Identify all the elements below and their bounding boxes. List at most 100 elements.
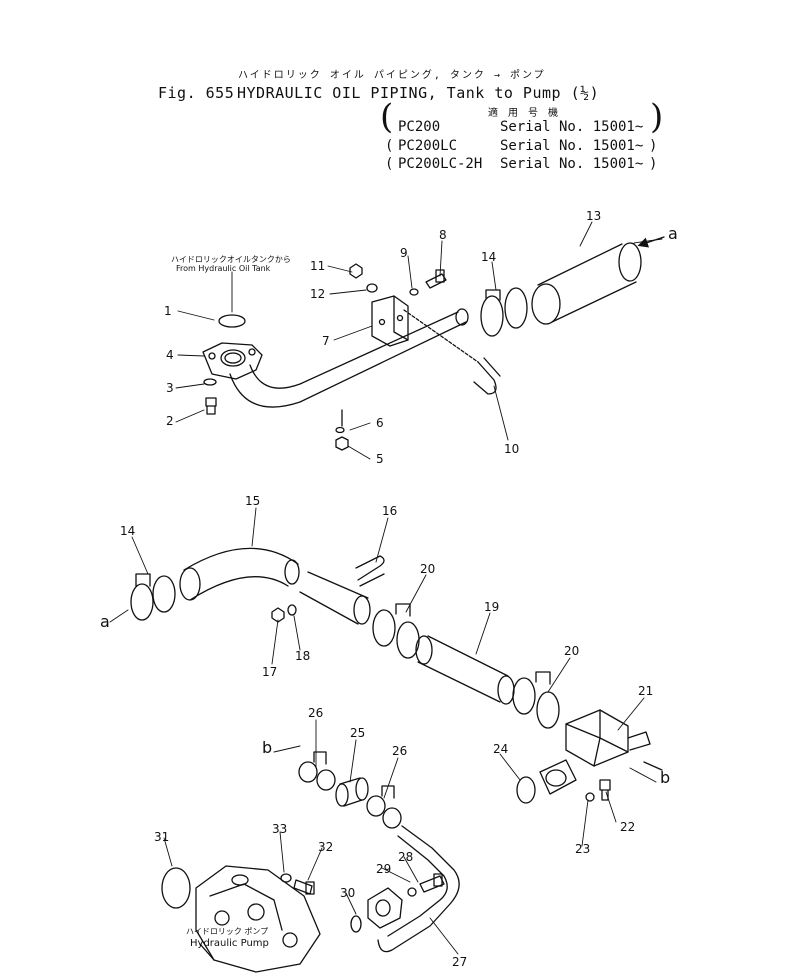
hose-clamp-26-b	[366, 785, 402, 829]
serial-row-1: Serial No. 15001~	[500, 119, 644, 135]
suction-pipe-27	[377, 825, 460, 953]
flange-4	[202, 342, 263, 380]
bolt-8	[425, 269, 447, 289]
callout-9: 9	[400, 246, 408, 260]
callout-32: 32	[318, 840, 334, 854]
note-pump-jp: ハイドロリック ポンプ	[186, 927, 269, 936]
bolt-28	[419, 873, 445, 893]
callout-1: 1	[164, 304, 172, 318]
callout-10: 10	[504, 442, 520, 456]
tee-block-21	[539, 709, 651, 795]
o-ring-31	[161, 867, 191, 909]
callout-28: 28	[398, 850, 414, 864]
nut-11	[349, 263, 363, 279]
note-from-tank-en: From Hydraulic Oil Tank	[176, 264, 271, 273]
middle-pipe	[299, 571, 371, 625]
washer-3	[203, 378, 217, 386]
callout-24: 24	[493, 742, 509, 756]
applicable-models-label-jp: 適 用 号 機	[488, 108, 561, 119]
model-row-2: PC200LC	[398, 138, 458, 154]
upper-tank-pipe	[229, 308, 469, 408]
callout-33: 33	[272, 822, 288, 836]
washer-29	[407, 887, 417, 897]
figure-title: HYDRAULIC OIL PIPING, Tank to Pump (½)	[237, 84, 600, 102]
right-bracket: )	[650, 97, 664, 137]
hydraulic-pump	[195, 865, 321, 973]
o-ring-30	[350, 915, 362, 933]
hose-19	[415, 635, 515, 705]
callout-18: 18	[295, 649, 311, 663]
callout-26-a: 26	[308, 706, 324, 720]
callout-12: 12	[310, 287, 326, 301]
washer-12	[366, 283, 378, 293]
callout-27: 27	[452, 955, 468, 969]
callout-21: 21	[638, 684, 654, 698]
hose-clamp-20-a	[372, 603, 420, 659]
bolt-22	[599, 779, 611, 801]
u-bolt-10	[403, 309, 501, 395]
hose-clamp-26-a	[298, 751, 336, 791]
callout-17: 17	[262, 665, 278, 679]
hose-13	[531, 242, 642, 325]
callout-14-lower: 14	[120, 524, 136, 538]
bolt-2	[205, 397, 217, 415]
bolt-32	[293, 879, 315, 895]
figure-number: Fig. 655	[158, 84, 235, 102]
hose-clamp-20-b	[512, 671, 560, 729]
note-from-tank-jp: ハイドロリックオイルタンクから	[171, 255, 291, 264]
nut-5	[335, 436, 349, 451]
row-3-paren: (	[385, 156, 394, 172]
hose-clamp-14-upper	[480, 287, 528, 337]
callout-14-upper: 14	[481, 250, 497, 264]
washer-23	[585, 792, 595, 802]
callout-20-b: 20	[564, 644, 580, 658]
callout-31: 31	[154, 830, 170, 844]
o-ring-24	[516, 776, 536, 804]
washer-18	[287, 604, 297, 616]
nut-17	[271, 607, 285, 623]
serial-row-2: Serial No. 15001~	[500, 138, 644, 154]
washer-6	[335, 426, 345, 434]
callout-8: 8	[439, 228, 447, 242]
connector-b-left: b	[262, 738, 273, 757]
row-2-paren: (	[385, 138, 394, 154]
callout-25: 25	[350, 726, 366, 740]
row-3-paren-close: )	[649, 156, 658, 172]
washer-9	[409, 288, 419, 296]
callout-13: 13	[586, 209, 602, 223]
callout-26-b: 26	[392, 744, 408, 758]
title-japanese: ハイドロリック オイル パイピング, タンク → ポンプ	[238, 70, 546, 81]
hose-clamp-14-lower	[130, 573, 176, 621]
model-row-3: PC200LC-2H	[398, 156, 483, 172]
serial-row-3: Serial No. 15001~	[500, 156, 644, 172]
arrow-a-upper	[637, 236, 665, 248]
model-row-1: PC200	[398, 119, 441, 135]
connector-b-right: b	[660, 768, 671, 787]
callout-4: 4	[166, 348, 174, 362]
connector-a-upper: a	[668, 224, 678, 243]
callout-16: 16	[382, 504, 398, 518]
leader-lines	[109, 221, 663, 955]
callout-3: 3	[166, 381, 174, 395]
elbow-hose-15	[179, 547, 300, 601]
callout-11: 11	[310, 259, 326, 273]
callout-30: 30	[340, 886, 356, 900]
callout-19: 19	[484, 600, 500, 614]
u-bolt-16	[355, 555, 385, 587]
note-pump-en: Hydraulic Pump	[190, 938, 269, 949]
bracket-7	[371, 295, 409, 347]
hose-25	[335, 777, 369, 807]
callout-6: 6	[376, 416, 384, 430]
callout-22: 22	[620, 820, 636, 834]
pump-flange	[367, 887, 403, 929]
connector-a-lower: a	[100, 612, 110, 631]
row-2-paren-close: )	[649, 138, 658, 154]
o-ring-1	[218, 314, 246, 328]
callout-15: 15	[245, 494, 261, 508]
callout-5: 5	[376, 452, 384, 466]
callout-2: 2	[166, 414, 174, 428]
left-bracket: (	[380, 97, 394, 137]
callout-23: 23	[575, 842, 591, 856]
